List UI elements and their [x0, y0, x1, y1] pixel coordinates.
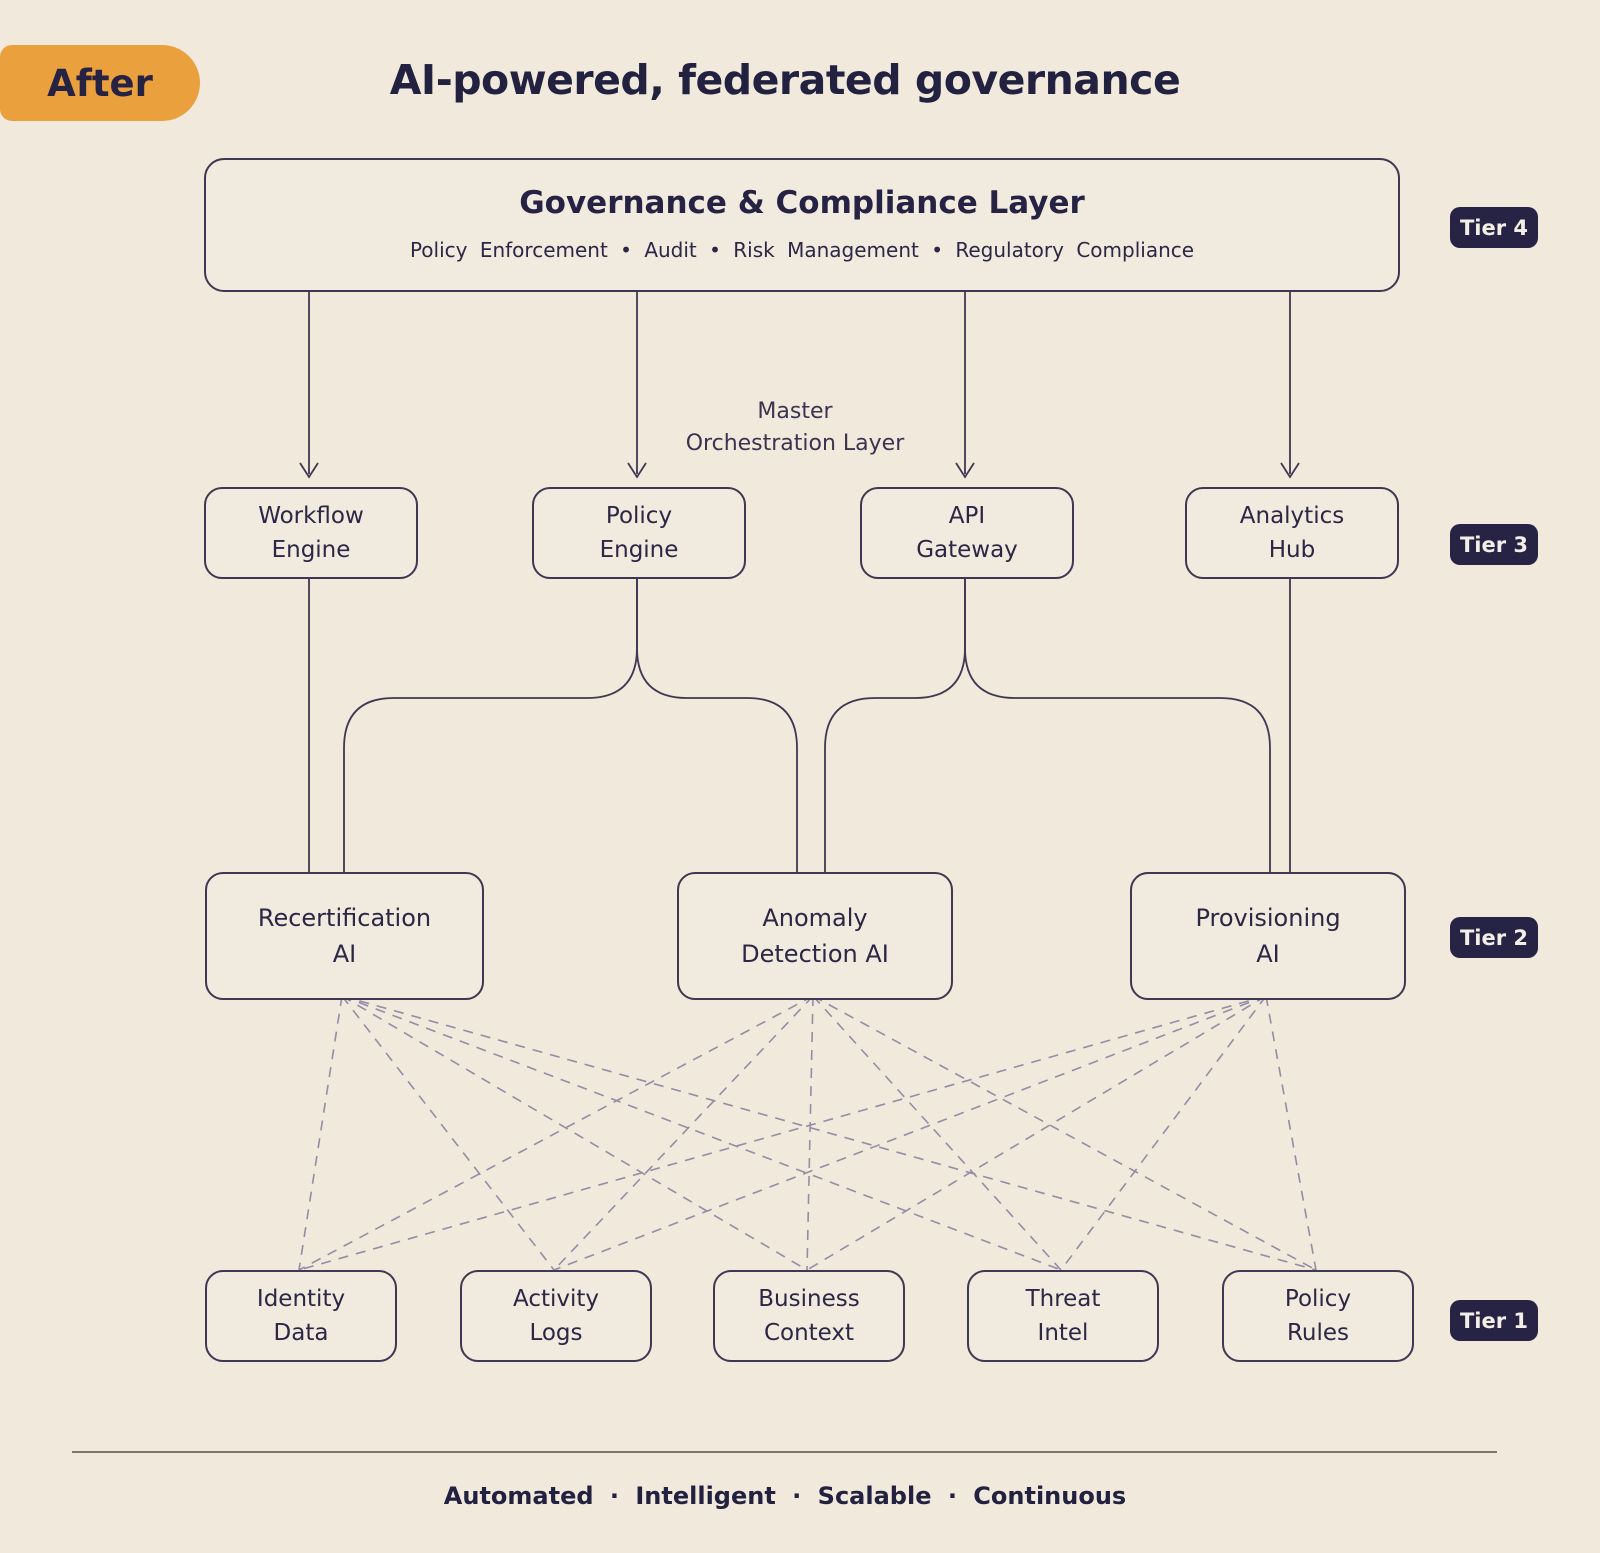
- data-source-mesh: [298, 995, 1317, 1271]
- node-governance-compliance-layer: Governance & Compliance Layer Policy Enf…: [204, 158, 1400, 292]
- node-label: Engine: [271, 537, 351, 563]
- dashed-link: [298, 995, 1267, 1271]
- orchestration-line-2: Orchestration Layer: [685, 430, 905, 456]
- arrowhead-workflow: [299, 462, 319, 479]
- node-label: Hub: [1268, 537, 1316, 563]
- node-activity-logs: Activity Logs: [460, 1270, 652, 1362]
- node-anomaly-detection-ai: Anomaly Detection AI: [677, 872, 953, 1000]
- dashed-link: [553, 995, 1267, 1271]
- node-label: Intel: [1037, 1320, 1089, 1346]
- dashed-link: [553, 995, 814, 1271]
- node-label: Activity: [512, 1285, 599, 1312]
- tier-1-badge: Tier 1: [1450, 1300, 1538, 1341]
- dashed-link: [341, 995, 808, 1271]
- node-label: Gateway: [916, 537, 1018, 563]
- node-provisioning-ai: Provisioning AI: [1130, 872, 1406, 1000]
- node-label: Policy: [1284, 1285, 1352, 1312]
- node-label: Engine: [599, 537, 679, 563]
- after-badge-label: After: [47, 61, 153, 105]
- after-badge: After: [0, 45, 200, 121]
- dashed-link: [806, 995, 1267, 1271]
- node-label: AI: [332, 940, 357, 968]
- dashed-link: [1265, 995, 1317, 1271]
- link-policy-to-anomaly: [636, 575, 798, 872]
- tier-3-badge: Tier 3: [1450, 524, 1538, 565]
- dashed-link: [1060, 995, 1267, 1271]
- node-label: Provisioning: [1195, 904, 1341, 932]
- arrowhead-policy: [627, 462, 647, 479]
- node-label: Threat: [1025, 1285, 1101, 1312]
- footer-tagline: Automated · Intelligent · Scalable · Con…: [443, 1482, 1127, 1510]
- link-api-to-anomaly: [824, 575, 966, 872]
- tier-2-badge: Tier 2: [1450, 917, 1538, 958]
- governance-title: Governance & Compliance Layer: [519, 185, 1085, 222]
- node-label: Data: [273, 1320, 329, 1346]
- orchestration-line-1: Master: [757, 399, 833, 424]
- node-identity-data: Identity Data: [205, 1270, 397, 1362]
- node-label: Workflow: [258, 502, 364, 529]
- governance-subtitle: Policy Enforcement • Audit • Risk Manage…: [409, 237, 1195, 262]
- dashed-link: [341, 995, 1317, 1271]
- link-api-to-provisioning: [964, 575, 1271, 872]
- dashed-link: [298, 995, 814, 1271]
- dashed-link: [341, 995, 555, 1271]
- node-workflow-engine: Workflow Engine: [204, 487, 418, 579]
- dashed-link: [341, 995, 1062, 1271]
- node-label: Business: [758, 1285, 860, 1312]
- node-api-gateway: API Gateway: [860, 487, 1074, 579]
- node-label: Policy: [605, 502, 673, 529]
- node-label: AI: [1256, 940, 1280, 968]
- tier-4-badge: Tier 4: [1450, 207, 1538, 248]
- page-title: AI-powered, federated governance: [389, 56, 1181, 104]
- footer-divider: [72, 1451, 1497, 1453]
- node-policy-rules: Policy Rules: [1222, 1270, 1414, 1362]
- dashed-link: [812, 995, 1062, 1271]
- node-label: Context: [763, 1320, 855, 1346]
- node-label: Detection AI: [741, 940, 889, 968]
- dashed-link: [812, 995, 1317, 1271]
- node-label: Recertification: [257, 904, 432, 932]
- dashed-link: [298, 995, 343, 1271]
- node-label: Rules: [1286, 1320, 1350, 1346]
- node-business-context: Business Context: [713, 1270, 905, 1362]
- node-label: Anomaly: [762, 904, 868, 932]
- arrowhead-analytics: [1280, 462, 1300, 479]
- dashed-link: [806, 995, 814, 1271]
- node-label: Identity: [256, 1285, 346, 1312]
- arrowhead-api: [955, 462, 975, 479]
- master-orchestration-label: Master Orchestration Layer: [595, 396, 995, 460]
- node-analytics-hub: Analytics Hub: [1185, 487, 1399, 579]
- node-threat-intel: Threat Intel: [967, 1270, 1159, 1362]
- node-recertification-ai: Recertification AI: [205, 872, 484, 1000]
- orchestration-links: [308, 575, 1291, 872]
- node-policy-engine: Policy Engine: [532, 487, 746, 579]
- governance-arrows: [299, 290, 1300, 479]
- node-label: API: [948, 502, 986, 529]
- link-policy-to-recertification: [343, 575, 638, 872]
- node-label: Logs: [529, 1320, 583, 1346]
- node-label: Analytics: [1239, 502, 1345, 529]
